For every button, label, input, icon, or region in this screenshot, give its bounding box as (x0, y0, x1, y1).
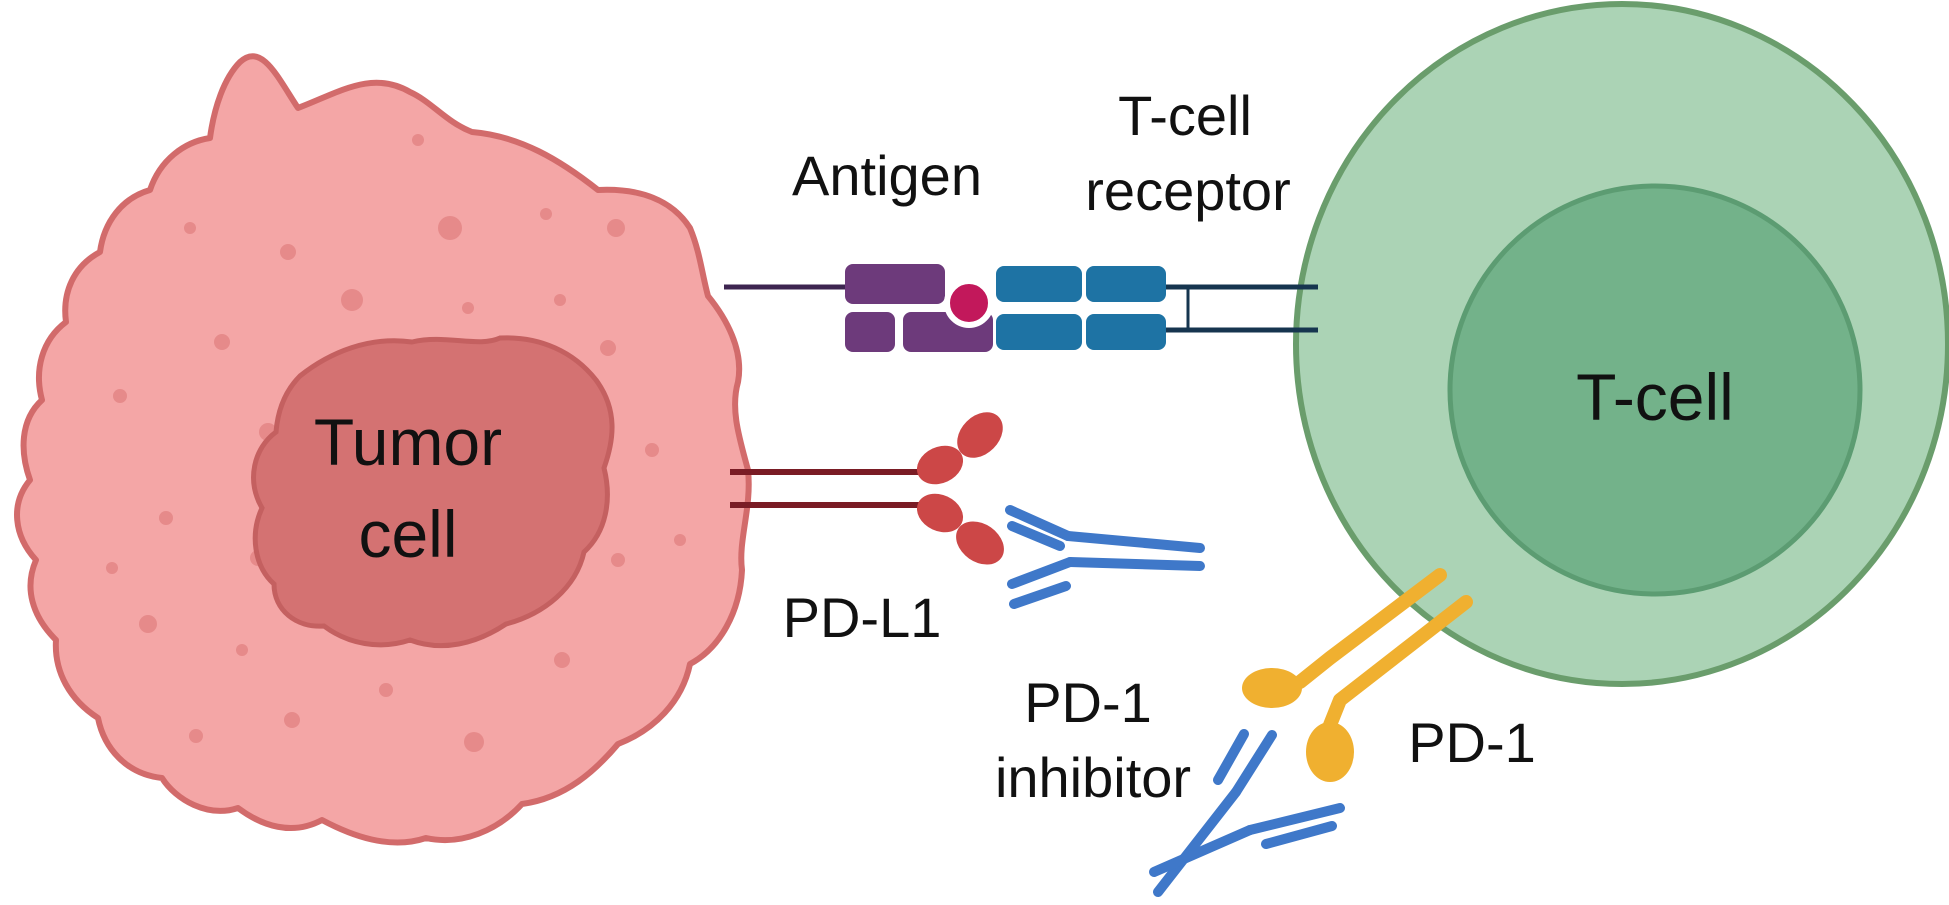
pd-l1-domain (957, 412, 1003, 458)
antibody-heavy-chain (1063, 531, 1205, 553)
tumor-dot (236, 644, 248, 656)
tumor-dot (184, 222, 196, 234)
pd-1-inhibitor-label-line2: inhibitor (995, 746, 1191, 809)
antibody-heavy-chain (1065, 557, 1205, 571)
tumor-dot (379, 683, 393, 697)
tumor-dot (540, 208, 552, 220)
tcr-label-line2: receptor (1085, 159, 1290, 222)
pd-l1 (730, 412, 1004, 565)
antibody-heavy-chain (1153, 787, 1241, 897)
tumor-dot (645, 443, 659, 457)
antibody-light-chain (1213, 729, 1249, 785)
pd-l1-domain (956, 521, 1004, 565)
t-cell-label: T-cell (1576, 360, 1734, 434)
antigen-peptide (944, 278, 994, 328)
tumor-dot (412, 134, 424, 146)
tumor-dot (341, 289, 363, 311)
tumor-cytoplasm-dots (106, 134, 686, 752)
tumor-cell-label-line1: Tumor (314, 405, 502, 479)
antigen-mhc-complex (724, 264, 994, 352)
tcr-domain (996, 266, 1082, 302)
tumor-cell-nucleus (251, 335, 615, 649)
mhc-domain (845, 312, 895, 352)
pd-1-chain (1293, 568, 1447, 689)
tumor-dot (159, 511, 173, 525)
t-cell-receptor (996, 266, 1318, 350)
pd-l1-label: PD-L1 (783, 586, 942, 649)
tumor-dot (554, 652, 570, 668)
antibody-heavy-chain (1149, 825, 1255, 877)
antibody-heavy-chain (1007, 557, 1075, 589)
tumor-dot (464, 732, 484, 752)
antibody-light-chain (1007, 521, 1065, 551)
tumor-dot (139, 615, 157, 633)
pd-1-chain (1323, 595, 1473, 732)
tumor-dot (280, 244, 296, 260)
tumor-dot (438, 216, 462, 240)
tumor-dot (554, 294, 566, 306)
t-cell-nucleus (1447, 183, 1863, 597)
pd-1-label: PD-1 (1408, 711, 1536, 774)
pd-1 (1242, 568, 1473, 782)
antibody-heavy-chain (1245, 803, 1345, 835)
tumor-dot (106, 562, 118, 574)
tcr-label-line1: T-cell (1118, 84, 1252, 147)
tumor-dot (600, 340, 616, 356)
tcr-domain (996, 314, 1082, 350)
tumor-dot (214, 334, 230, 350)
tcr-domain (1086, 314, 1166, 350)
tumor-cell-label-line2: cell (358, 497, 457, 571)
mhc-domain (845, 264, 945, 304)
antibody-heavy-chain (1005, 505, 1073, 541)
tumor-dot (462, 302, 474, 314)
t-cell: T-cell (1293, 1, 1949, 687)
tumor-cell: Tumor cell (14, 53, 752, 846)
pd-l1-domain (916, 445, 964, 485)
tumor-dot (674, 534, 686, 546)
pd-1-head (1242, 668, 1302, 708)
antibody-heavy-chain (1231, 730, 1277, 797)
pd-1-head (1306, 722, 1354, 782)
pd-1-inhibitor-antibody (1149, 729, 1345, 897)
pd-l1-domain (916, 493, 964, 533)
tumor-dot (113, 389, 127, 403)
antigen-label: Antigen (792, 144, 982, 207)
tumor-dot (189, 729, 203, 743)
tumor-dot (607, 219, 625, 237)
tumor-dot (284, 712, 300, 728)
tumor-dot (611, 553, 625, 567)
antibody-light-chain (1261, 821, 1337, 849)
antibody-near-pd-l1 (1005, 505, 1205, 609)
antibody-light-chain (1009, 581, 1071, 609)
pd-1-inhibitor-label-line1: PD-1 (1024, 671, 1152, 734)
tcr-domain (1086, 266, 1166, 302)
